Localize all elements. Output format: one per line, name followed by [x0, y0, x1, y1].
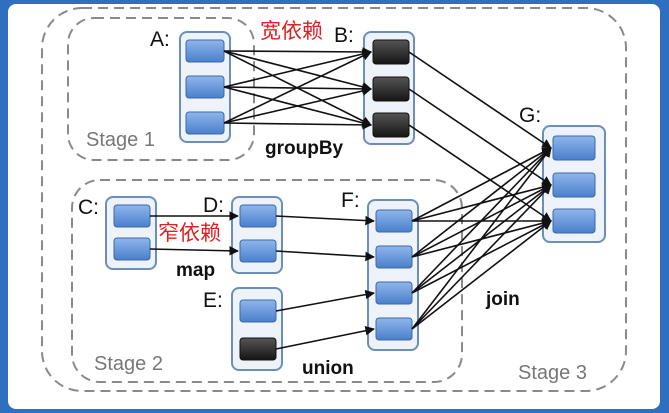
edge: [408, 124, 552, 222]
partition: [552, 135, 596, 161]
rdd-a-partitions: [185, 39, 225, 135]
stage1-label: Stage 1: [86, 129, 155, 151]
partition: [372, 39, 410, 65]
edge: [275, 215, 375, 226]
rdd-f-label: F:: [341, 189, 360, 212]
edge: [411, 147, 552, 330]
partition: [239, 337, 277, 361]
join-label: join: [485, 289, 520, 310]
join-edges-from-b: [408, 51, 552, 222]
rdd-d-label: D:: [203, 194, 224, 217]
partition: [372, 112, 410, 138]
rdd-a-label: A:: [150, 28, 170, 51]
edge: [408, 51, 552, 149]
diagram-panel: [8, 4, 660, 409]
edge: [223, 86, 372, 124]
edge: [223, 120, 372, 130]
rdd-d-partitions: [239, 204, 277, 263]
partition: [239, 204, 277, 228]
partition: [552, 172, 596, 198]
rdd-g-label: G:: [519, 104, 541, 127]
edge: [411, 147, 552, 258]
partition: [239, 299, 277, 323]
edge: [411, 184, 552, 330]
rdd-b-label: B:: [334, 24, 354, 47]
partition: [113, 204, 151, 228]
stage2-label: Stage 2: [94, 353, 163, 375]
stage2-boundary: [71, 179, 463, 383]
rdd-g-partitions: [552, 135, 596, 234]
edge: [411, 147, 552, 222]
partition: [239, 239, 277, 263]
edge: [411, 220, 552, 330]
edge: [275, 250, 375, 262]
groupby-label: groupBy: [265, 138, 344, 159]
edge: [149, 246, 239, 256]
edge: [223, 51, 372, 124]
partition: [113, 237, 151, 261]
narrow-dependency-annotation: 窄依赖: [158, 222, 221, 245]
rdd-b-partitions: [372, 39, 410, 138]
partition: [552, 208, 596, 234]
edge: [275, 326, 375, 350]
partition: [375, 245, 413, 269]
join-edges-from-f: [411, 147, 552, 330]
rdd-f-container: [367, 199, 419, 351]
partition: [185, 39, 225, 63]
union-edges: [275, 215, 375, 350]
map-edges: [149, 211, 239, 256]
edge: [408, 88, 552, 186]
partition: [375, 281, 413, 305]
map-label: map: [176, 260, 215, 281]
stage3-label: Stage 3: [518, 362, 587, 384]
rdd-e-label: E:: [203, 289, 223, 312]
edge: [275, 289, 375, 312]
edge: [223, 47, 372, 57]
rdd-c-label: C:: [78, 196, 99, 219]
partition: [375, 209, 413, 233]
groupby-edges: [223, 47, 372, 130]
partition: [185, 75, 225, 99]
stage1-boundary: [67, 17, 255, 161]
edge: [223, 49, 372, 88]
partition: [375, 317, 413, 341]
union-label: union: [302, 358, 354, 379]
wide-dependency-annotation: 宽依赖: [260, 20, 323, 43]
corner-watermark: @稀土掘金技术社区: [540, 392, 657, 407]
partition: [185, 111, 225, 135]
partition: [372, 76, 410, 102]
rdd-c-partitions: [113, 204, 151, 261]
edge: [411, 147, 552, 294]
stage3-boundary: [41, 7, 627, 392]
